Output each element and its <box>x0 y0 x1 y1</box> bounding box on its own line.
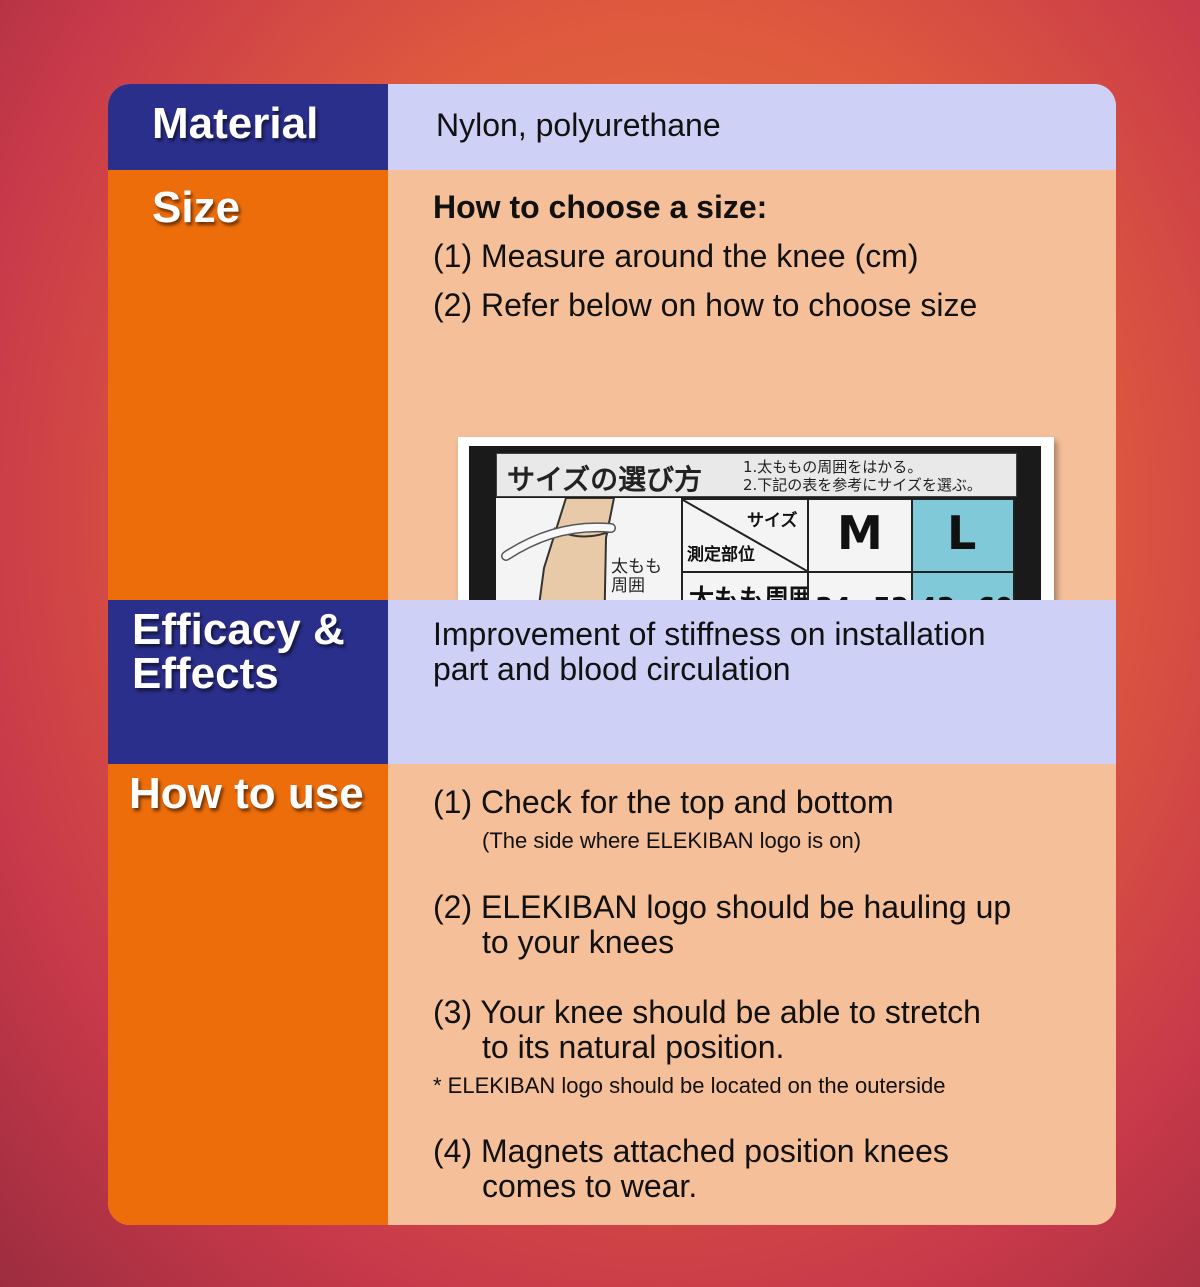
material-label: Material <box>152 99 319 148</box>
size-step-2: (2) Refer below on how to choose size <box>433 287 978 323</box>
use-step-2-line-1: (2) ELEKIBAN logo should be hauling up <box>433 889 1012 925</box>
size-chart-header: サイズの選び方 1.太ももの周囲をはかる。 2.下記の表を参考にサイズを選ぶ。 <box>496 453 1017 497</box>
row-material: Material Nylon, polyurethane <box>108 84 1116 170</box>
use-step-4-line-1: (4) Magnets attached position knees <box>433 1133 949 1169</box>
how-to-use-label-cell: How to use <box>108 764 388 1225</box>
thigh-label-1: 太もも <box>611 557 662 577</box>
use-step-2-line-2: to your knees <box>482 924 675 960</box>
col-l-label: L <box>947 506 977 560</box>
size-chart-note-2: 2.下記の表を参考にサイズを選ぶ。 <box>743 476 982 494</box>
material-value: Nylon, polyurethane <box>436 107 721 143</box>
material-label-cell: Material <box>108 84 388 170</box>
size-step-1: (1) Measure around the knee (cm) <box>433 238 919 274</box>
use-step-1: (1) Check for the top and bottom <box>433 784 894 820</box>
product-info-card: Material Nylon, polyurethane Size How to… <box>108 84 1116 1225</box>
efficacy-label-line-1: Efficacy & <box>132 605 345 654</box>
col-l-cell: L <box>911 498 1015 573</box>
size-chart-note-1: 1.太ももの周囲をはかる。 <box>743 458 923 476</box>
how-to-use-label: How to use <box>129 769 364 818</box>
header-part-label: 測定部位 <box>687 545 755 565</box>
use-step-1-note: (The side where ELEKIBAN logo is on) <box>482 828 862 853</box>
efficacy-label-line-2: Effects <box>132 649 279 698</box>
use-step-3-line-1: (3) Your knee should be able to stretch <box>433 994 981 1030</box>
efficacy-label-cell: Efficacy & Effects <box>108 600 388 764</box>
efficacy-value-cell: Improvement of stiffness on installation… <box>388 600 1116 764</box>
row-how-to-use: How to use (1) Check for the top and bot… <box>108 764 1116 1225</box>
col-m-label: M <box>837 506 883 560</box>
size-value-cell: How to choose a size: (1) Measure around… <box>388 170 1116 663</box>
material-value-cell: Nylon, polyurethane <box>388 84 1116 170</box>
size-chart-title: サイズの選び方 <box>507 463 703 496</box>
header-size-label: サイズ <box>747 511 798 531</box>
col-m-cell: M <box>807 498 913 573</box>
thigh-label-2: 周囲 <box>611 576 645 596</box>
size-heading: How to choose a size: <box>433 189 768 225</box>
row-size: Size How to choose a size: (1) Measure a… <box>108 170 1116 663</box>
use-step-3-note: * ELEKIBAN logo should be located on the… <box>433 1073 946 1098</box>
header-diagonal-cell: サイズ 測定部位 <box>681 498 809 573</box>
size-label-cell: Size <box>108 170 388 600</box>
use-step-3-line-2: to its natural position. <box>482 1029 785 1065</box>
diagonal-line-icon <box>683 500 807 571</box>
how-to-use-value-cell: (1) Check for the top and bottom (The si… <box>388 764 1116 1225</box>
efficacy-line-2: part and blood circulation <box>433 651 791 687</box>
size-label: Size <box>152 183 241 232</box>
row-efficacy: Efficacy & Effects Improvement of stiffn… <box>108 600 1116 764</box>
efficacy-line-1: Improvement of stiffness on installation <box>433 616 986 652</box>
use-step-4-line-2: comes to wear. <box>482 1168 698 1204</box>
